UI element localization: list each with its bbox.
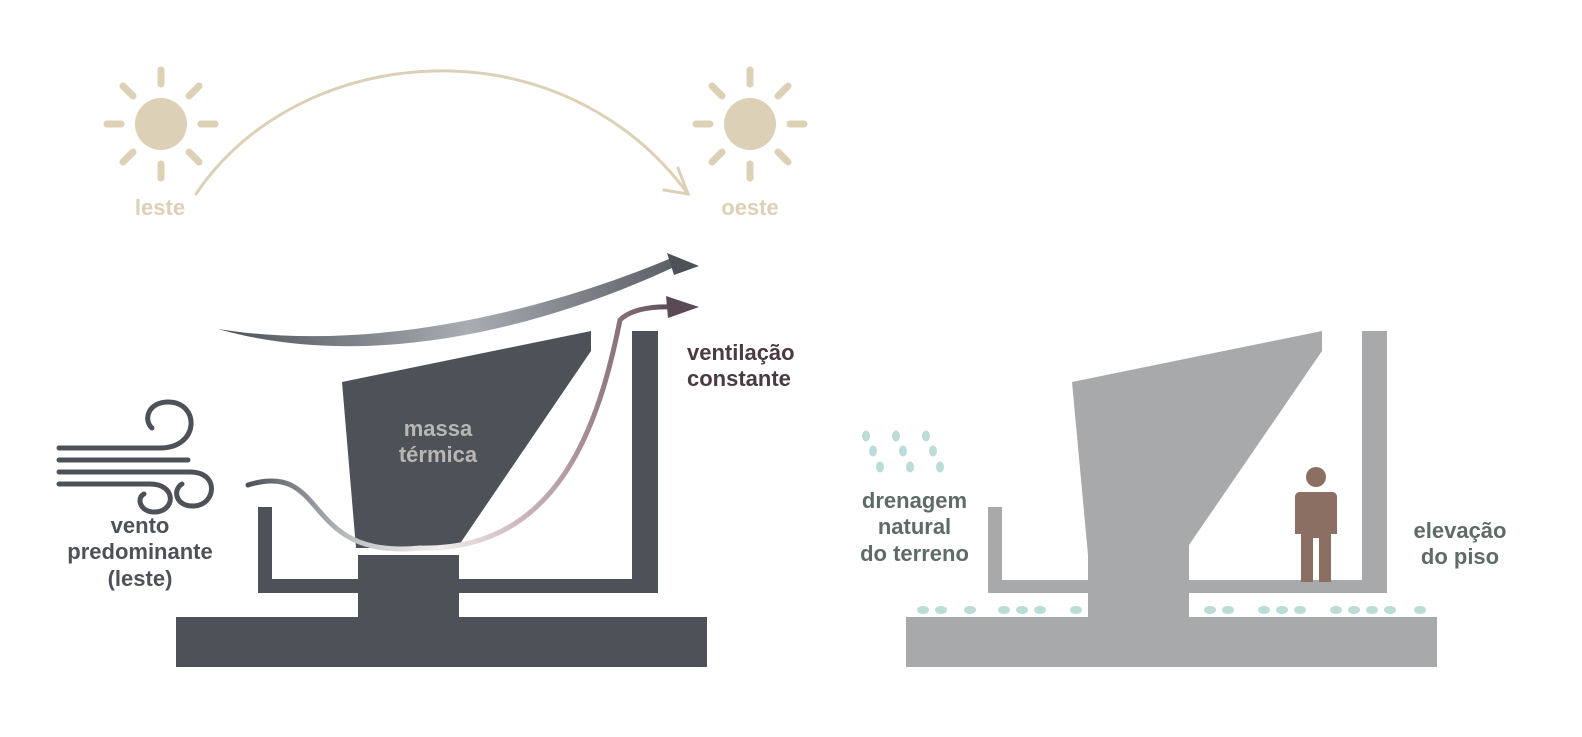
wind-label-line-2: predominante bbox=[67, 539, 213, 565]
airflow-over-roof bbox=[218, 259, 672, 347]
airflow-under-mass bbox=[245, 304, 675, 552]
wind-icon bbox=[56, 399, 214, 515]
sun-path-arc bbox=[194, 69, 691, 196]
airflow-over-roof-arrowhead bbox=[667, 253, 699, 275]
sun-west-icon bbox=[692, 66, 808, 182]
floor-label-line-1: elevação bbox=[1413, 518, 1507, 543]
drainage-water-drops bbox=[917, 606, 1426, 614]
person-icon bbox=[1295, 467, 1337, 582]
left-foundation bbox=[176, 617, 707, 667]
right-low-wall bbox=[988, 507, 1002, 593]
right-foundation bbox=[906, 617, 1437, 667]
ventilation-label-line-1: ventilação bbox=[687, 340, 795, 365]
east-label-text: leste bbox=[134, 195, 186, 220]
right-building-section bbox=[906, 331, 1437, 667]
ventilation-label-line-2: constante bbox=[687, 366, 791, 392]
sun-east-label: leste bbox=[110, 195, 210, 221]
left-thermal-mass bbox=[342, 331, 591, 548]
left-high-wall bbox=[632, 331, 658, 593]
ventilation-label: ventilação constante bbox=[687, 340, 795, 393]
left-low-wall bbox=[258, 507, 272, 593]
floor-elevation-label: elevação do piso bbox=[1400, 518, 1520, 571]
sun-east-icon bbox=[103, 66, 219, 182]
right-floor-slab bbox=[988, 580, 1385, 593]
wind-label: vento predominante (leste) bbox=[50, 513, 230, 592]
left-building-section bbox=[176, 331, 707, 667]
sun-west-label: oeste bbox=[700, 195, 800, 221]
wind-label-line-3: (leste) bbox=[107, 565, 173, 591]
drainage-label-line-1: drenagem bbox=[861, 488, 968, 513]
west-label-text: oeste bbox=[721, 195, 779, 220]
thermal-mass-label: massa térmica bbox=[368, 416, 508, 469]
right-high-wall bbox=[1362, 331, 1387, 593]
airflow-under-mass-arrowhead bbox=[666, 296, 699, 318]
drainage-label: drenagem natural do terreno bbox=[842, 488, 987, 567]
mass-label-line-1: massa bbox=[403, 416, 473, 441]
mass-label-line-2: térmica bbox=[398, 442, 478, 468]
floor-label-line-2: do piso bbox=[1420, 544, 1500, 570]
drainage-label-line-2: natural bbox=[877, 514, 952, 540]
left-floor-slab bbox=[258, 579, 655, 593]
wind-label-line-1: vento bbox=[110, 513, 170, 538]
right-thermal-mass bbox=[1072, 331, 1322, 555]
rain-drops-icon bbox=[862, 430, 944, 473]
drainage-label-line-3: do terreno bbox=[860, 540, 969, 566]
